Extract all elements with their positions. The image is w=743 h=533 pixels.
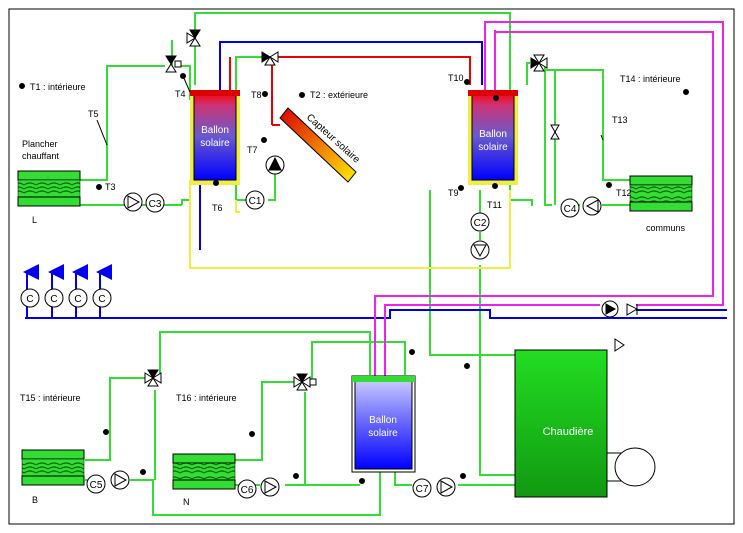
heater-labels: Plancher chauffant L communs B N bbox=[22, 139, 686, 507]
tank-left bbox=[190, 90, 240, 185]
heater-l-label: L bbox=[32, 215, 37, 225]
sensor-t12: T12 bbox=[616, 188, 632, 198]
sensor-t7: T7 bbox=[247, 145, 258, 155]
tank-right-label-2: solaire bbox=[478, 142, 508, 153]
pump-icon bbox=[601, 300, 619, 318]
boiler-label: Chaudière bbox=[543, 426, 594, 438]
heater-n-label: N bbox=[183, 497, 190, 507]
sensor-t16: T16 : intérieure bbox=[176, 393, 237, 403]
check-valve-icon bbox=[626, 303, 639, 316]
three-way-valve-icon bbox=[530, 54, 548, 72]
counters bbox=[20, 190, 580, 499]
valves bbox=[144, 29, 639, 391]
heater-b bbox=[21, 449, 85, 486]
sensor-t5: T5 bbox=[88, 109, 99, 119]
heater-n bbox=[172, 453, 236, 490]
diagram-frame bbox=[8, 8, 735, 525]
solar-collector: Capteur solaire bbox=[279, 107, 362, 183]
heater-communs-label: communs bbox=[646, 223, 686, 233]
three-way-valve-icon bbox=[261, 51, 279, 66]
counter-c3: C3 bbox=[149, 199, 162, 210]
red-pipes bbox=[229, 56, 471, 126]
heater-plancher bbox=[17, 170, 81, 207]
pumps bbox=[110, 155, 619, 497]
tank-right-label-1: Ballon bbox=[479, 129, 507, 140]
counter-c2: C2 bbox=[474, 218, 487, 229]
three-way-valve-icon bbox=[293, 373, 317, 391]
plancher-label-1: Plancher bbox=[22, 139, 58, 149]
counter-labels: C3 C1 C2 C4 C5 C6 C7 C C C C bbox=[26, 196, 576, 496]
heater-communs bbox=[629, 175, 693, 212]
pump-icon bbox=[123, 192, 143, 212]
tank-bottom bbox=[351, 375, 416, 473]
heater-b-label: B bbox=[32, 495, 38, 505]
counter-c-3: C bbox=[74, 294, 81, 305]
pump-icon bbox=[110, 470, 130, 490]
sensor-t10: T10 bbox=[448, 73, 464, 83]
sensor-labels: T1 : intérieure T2 : extérieure T3 T4 T5… bbox=[20, 73, 681, 403]
tank-bottom-label-2: solaire bbox=[368, 428, 398, 439]
yellow-pipes bbox=[189, 180, 511, 269]
tank-right bbox=[468, 90, 518, 185]
sensor-t3: T3 bbox=[105, 182, 116, 192]
boiler: Chaudière bbox=[514, 338, 656, 498]
sensor-t11: T11 bbox=[487, 200, 502, 210]
pump-icon bbox=[260, 477, 280, 497]
pump-icon bbox=[436, 477, 456, 497]
pump-icon bbox=[265, 155, 285, 175]
sensor-t2: T2 : extérieure bbox=[310, 90, 368, 100]
three-way-valve-icon bbox=[186, 29, 201, 47]
tank-bottom-label-1: Ballon bbox=[369, 415, 397, 426]
sensor-t15: T15 : intérieure bbox=[20, 393, 81, 403]
three-way-valve-icon bbox=[165, 55, 182, 73]
counter-c5: C5 bbox=[90, 480, 103, 491]
sensor-t9: T9 bbox=[448, 188, 459, 198]
counter-c1: C1 bbox=[249, 196, 262, 207]
sensor-t4: T4 bbox=[175, 89, 186, 99]
sensor-t1: T1 : intérieure bbox=[30, 82, 86, 92]
sensor-dots bbox=[19, 73, 689, 484]
counter-c-1: C bbox=[26, 294, 33, 305]
tank-left-label-1: Ballon bbox=[201, 125, 229, 136]
pump-icon bbox=[470, 240, 490, 260]
counter-c4: C4 bbox=[564, 204, 577, 215]
counter-c7: C7 bbox=[416, 484, 429, 495]
pump-icon bbox=[582, 196, 602, 216]
counter-c-4: C bbox=[98, 294, 105, 305]
counter-c-2: C bbox=[50, 294, 57, 305]
sensor-t13: T13 bbox=[612, 115, 628, 125]
plancher-label-2: chauffant bbox=[22, 151, 59, 161]
three-way-valve-icon bbox=[144, 369, 162, 387]
tank-left-label-2: solaire bbox=[200, 138, 230, 149]
sensor-t14: T14 : intérieure bbox=[620, 74, 681, 84]
sensor-t6: T6 bbox=[212, 203, 223, 213]
two-way-valve-icon bbox=[550, 124, 560, 140]
counter-c6: C6 bbox=[241, 485, 254, 496]
sensor-t8: T8 bbox=[251, 90, 262, 100]
